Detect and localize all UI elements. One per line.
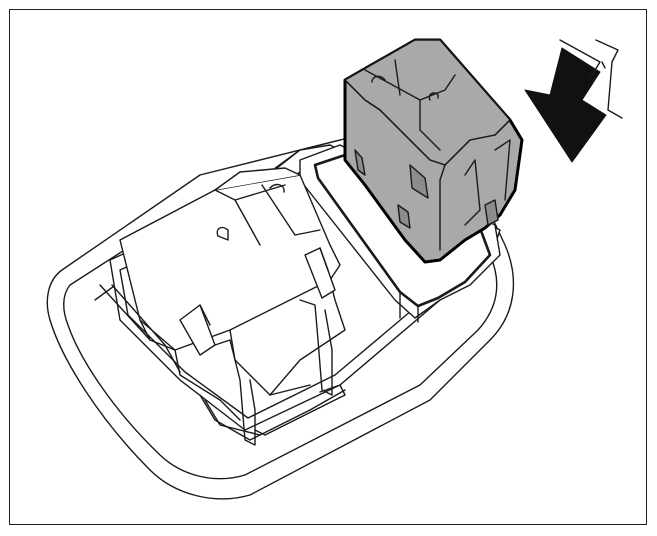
- switch-module: [343, 38, 524, 264]
- insertion-arrow-icon: [524, 39, 623, 163]
- latch-tabs: [179, 247, 346, 446]
- switch-body: [99, 167, 346, 441]
